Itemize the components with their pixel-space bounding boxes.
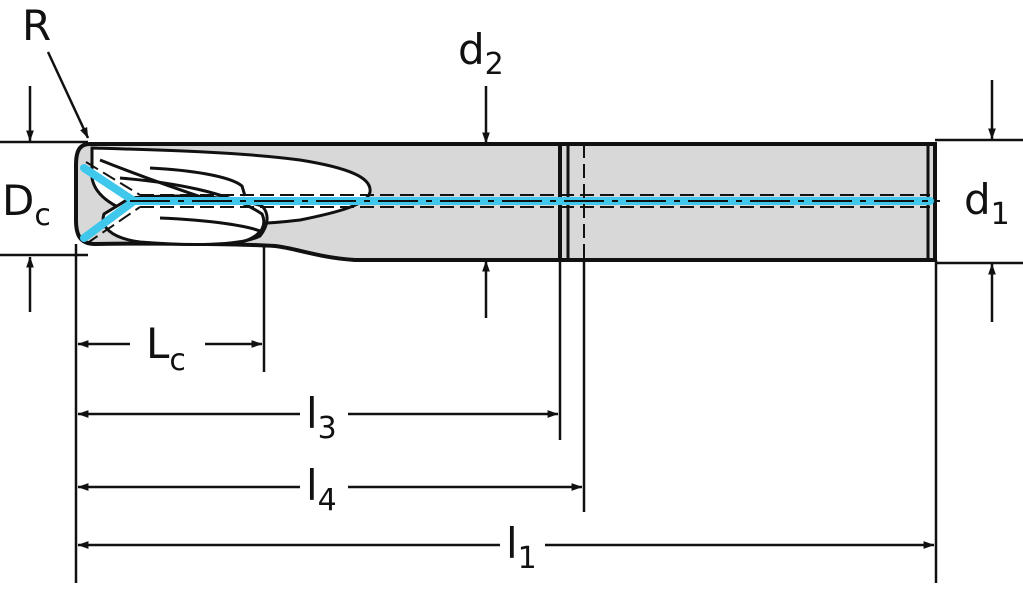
extension-lines (0, 138, 1023, 583)
label-d2: d2 (458, 25, 504, 82)
r-leader-arrow (46, 51, 90, 139)
dimension-arrows (26, 51, 996, 549)
label-r: R (22, 1, 51, 50)
label-l3: l3 (306, 389, 337, 446)
dimension-labels: R Dc d2 d1 Lc l3 l4 l1 (2, 1, 1010, 576)
coolant-hidden-lines (85, 161, 930, 245)
label-d1: d1 (964, 175, 1010, 232)
label-dc: Dc (2, 176, 51, 233)
label-l4: l4 (306, 461, 337, 518)
end-mill-tool (74, 142, 940, 262)
label-l1: l1 (506, 519, 537, 576)
label-lc: Lc (146, 319, 186, 378)
